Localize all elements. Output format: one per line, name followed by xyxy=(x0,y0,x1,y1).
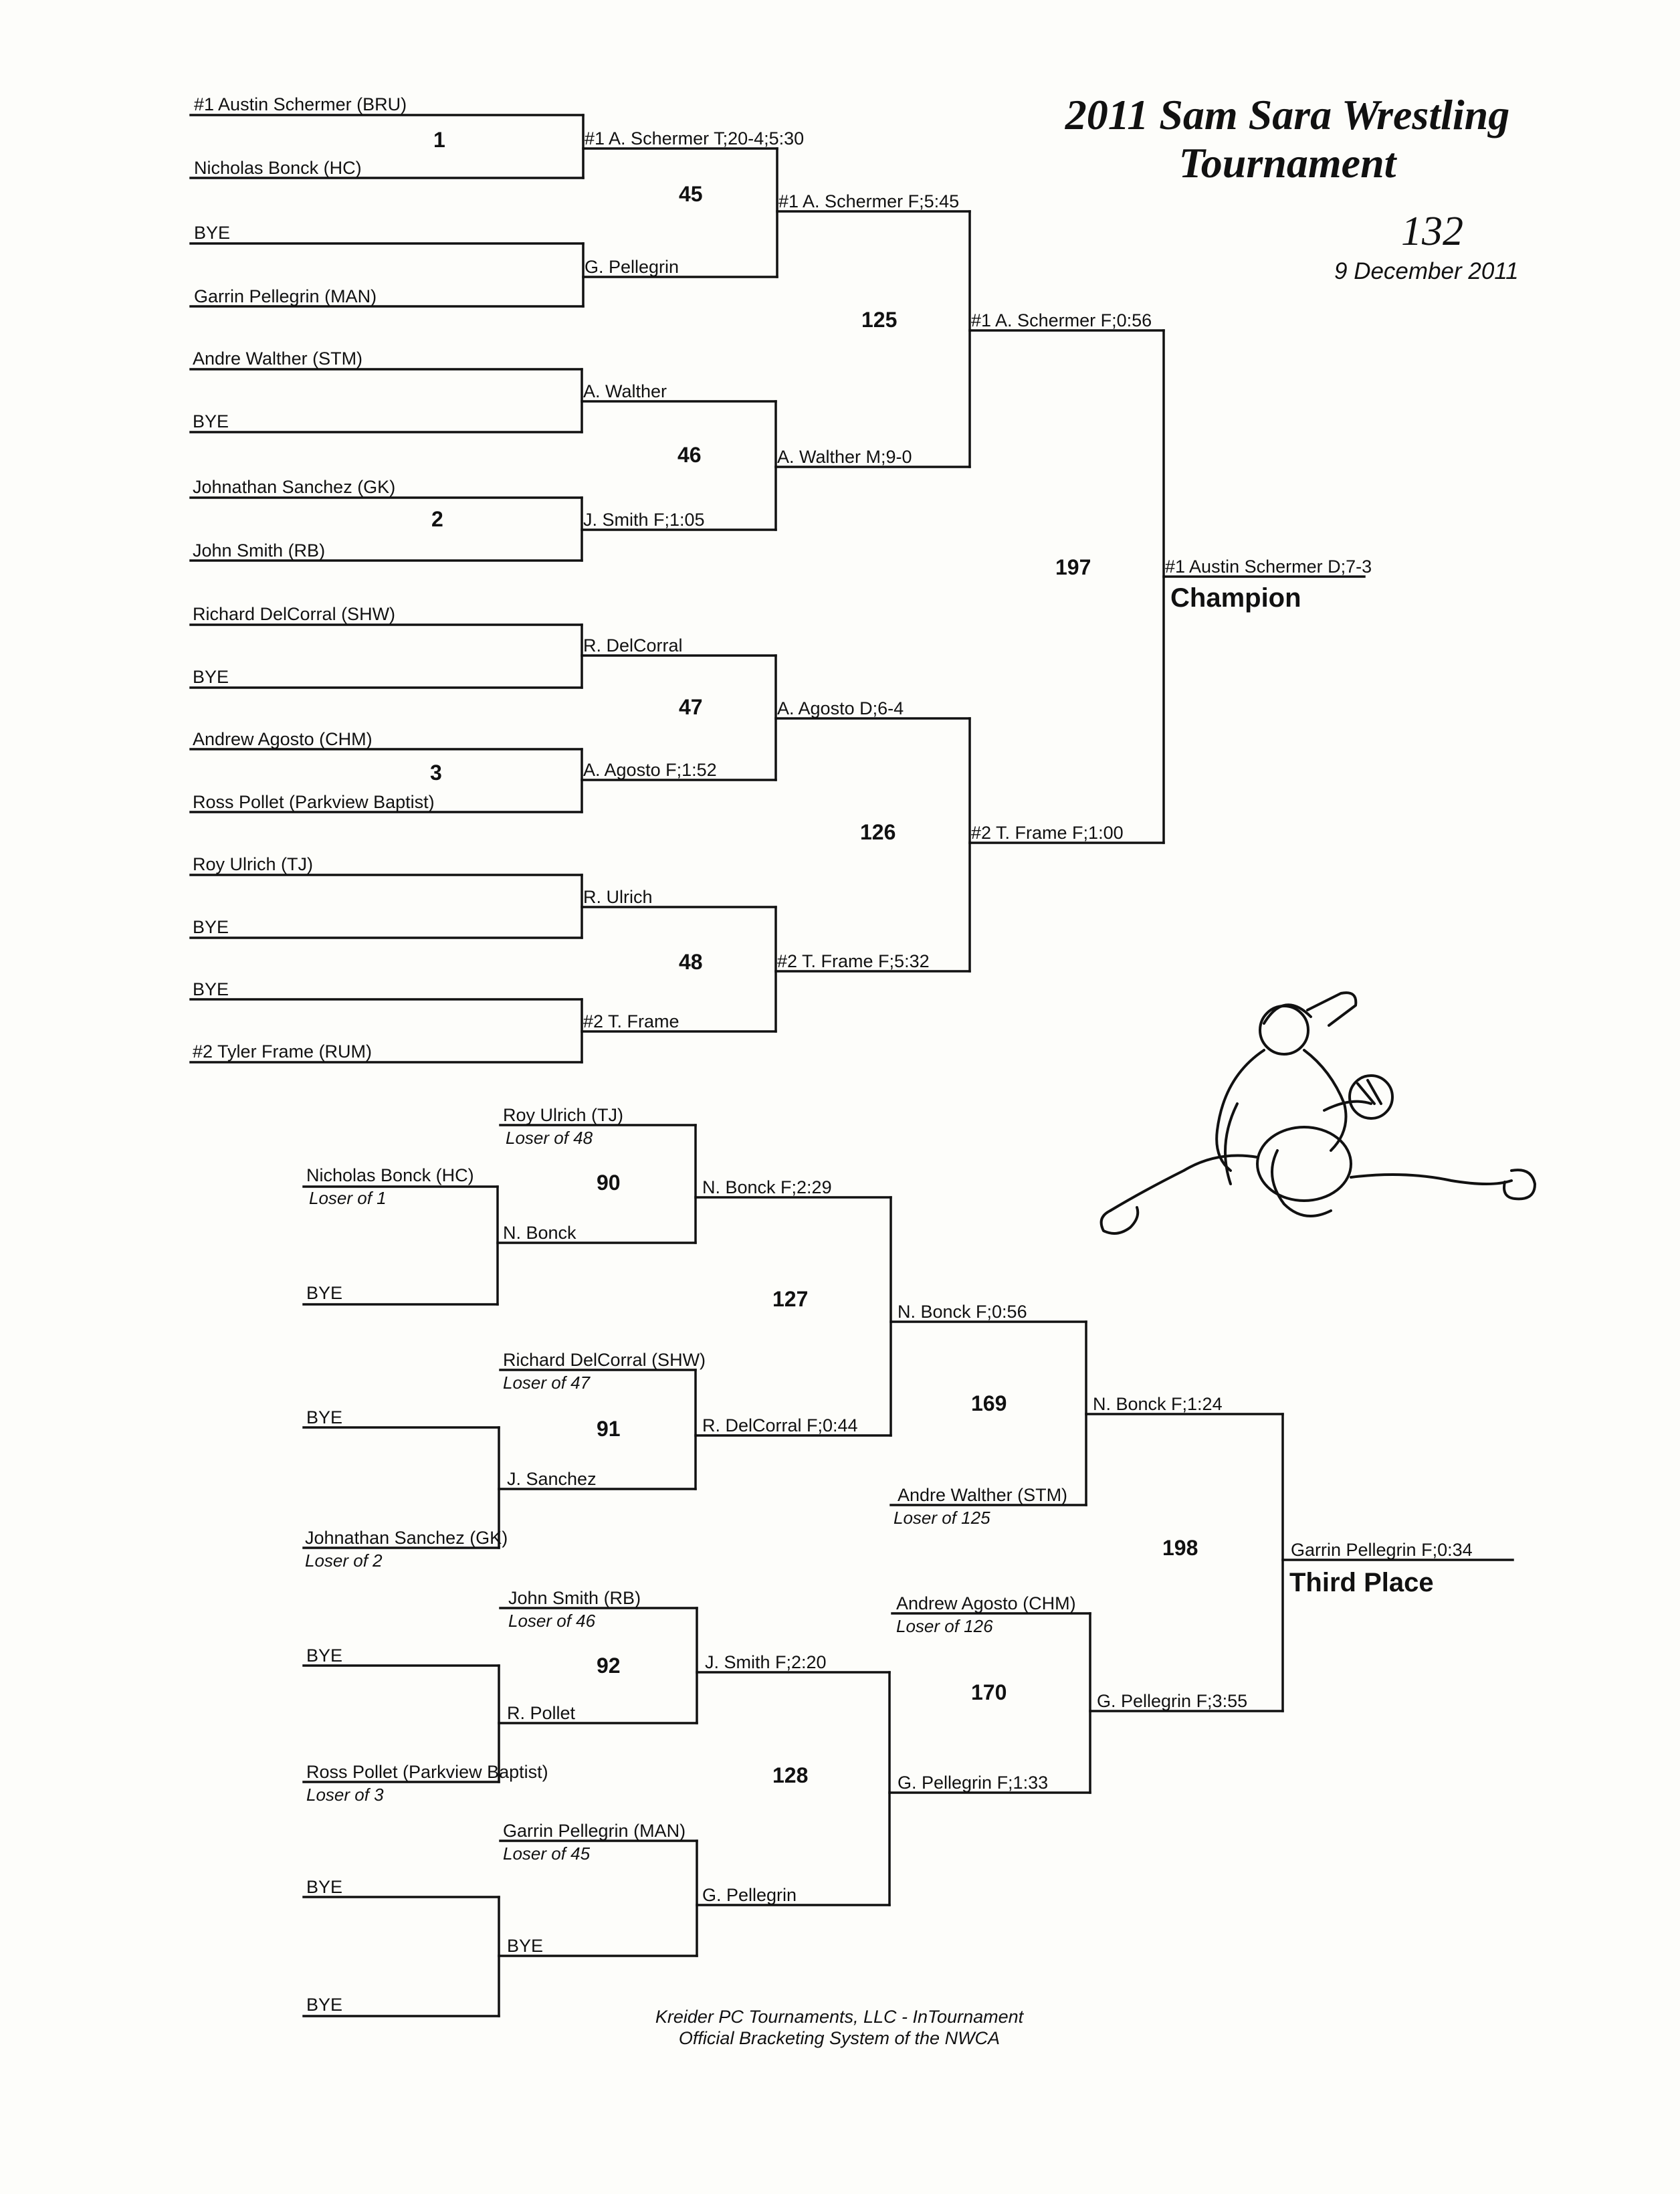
bout-result: N. Bonck F;1:24 xyxy=(1093,1394,1223,1414)
entry-name: Johnathan Sanchez (GK) xyxy=(193,477,396,497)
entry-name: Andre Walther (STM) xyxy=(193,348,363,369)
loser-of-label: Loser of 1 xyxy=(309,1188,387,1208)
bout-result: G. Pellegrin F;1:33 xyxy=(898,1773,1049,1793)
entry-name: BYE xyxy=(193,979,229,999)
bout-result: J. Sanchez xyxy=(507,1469,597,1489)
loser-of-label: Loser of 46 xyxy=(508,1611,596,1631)
bout-result: R. Pollet xyxy=(507,1703,576,1723)
bout-result: R. DelCorral F;0:44 xyxy=(702,1415,858,1435)
bout-result: R. Ulrich xyxy=(583,887,653,907)
consolation-entry-name: Andrew Agosto (CHM) xyxy=(896,1593,1076,1613)
consolation-entry-name: BYE xyxy=(306,1877,343,1897)
bout-number: 127 xyxy=(772,1287,809,1311)
entry-name: BYE xyxy=(194,223,231,243)
consolation-entry-name: Johnathan Sanchez (GK) xyxy=(305,1528,508,1548)
entry-name: BYE xyxy=(193,411,229,431)
champion-label: Champion xyxy=(1170,583,1301,613)
bout-result: N. Bonck xyxy=(503,1223,576,1243)
bout-number: 197 xyxy=(1055,555,1091,579)
bout-number: 169 xyxy=(971,1391,1007,1415)
bout-result: N. Bonck F;0:56 xyxy=(898,1302,1027,1322)
bout-result: J. Smith F;1:05 xyxy=(583,510,705,530)
bout-result: A. Agosto D;6-4 xyxy=(777,698,904,718)
bout-result: #2 T. Frame xyxy=(583,1011,679,1031)
consolation-entry-name: Garrin Pellegrin (MAN) xyxy=(503,1821,686,1841)
entry-name: #2 Tyler Frame (RUM) xyxy=(193,1041,373,1062)
wrestlers-illustration xyxy=(1099,991,1536,1235)
bout-result: #1 A. Schermer F;0:56 xyxy=(971,310,1152,330)
bout-number: 1 xyxy=(433,128,445,152)
loser-of-label: Loser of 126 xyxy=(896,1616,993,1636)
consolation-entry-name: BYE xyxy=(306,1995,343,2015)
bout-result: #2 T. Frame F;5:32 xyxy=(777,951,930,971)
tournament-date: 9 December 2011 xyxy=(1334,258,1519,284)
loser-of-label: Loser of 2 xyxy=(305,1551,383,1571)
bout-result: A. Agosto F;1:52 xyxy=(583,760,717,780)
entry-name: Garrin Pellegrin (MAN) xyxy=(194,286,377,306)
bout-result: #1 A. Schermer F;5:45 xyxy=(778,191,960,211)
bout-result: BYE xyxy=(507,1936,544,1956)
bout-result: A. Walther M;9-0 xyxy=(777,447,912,467)
loser-of-label: Loser of 47 xyxy=(503,1373,591,1393)
bout-number: 128 xyxy=(772,1763,809,1787)
bout-result: G. Pellegrin xyxy=(585,257,679,277)
bout-number: 47 xyxy=(679,695,703,719)
bout-result: #1 A. Schermer T;20-4;5:30 xyxy=(585,128,805,148)
consolation-entry-name: Ross Pollet (Parkview Baptist) xyxy=(306,1762,548,1782)
loser-of-label: Loser of 3 xyxy=(306,1785,384,1805)
loser-of-label: Loser of 45 xyxy=(503,1843,591,1864)
entry-name: Andrew Agosto (CHM) xyxy=(193,729,373,749)
bout-number: 92 xyxy=(597,1654,621,1678)
bout-number: 48 xyxy=(679,950,703,974)
footer-line1: Kreider PC Tournaments, LLC - InTourname… xyxy=(655,2007,1024,2027)
tournament-title-line2: Tournament xyxy=(1178,139,1396,187)
bout-number: 125 xyxy=(861,308,898,332)
consolation-entry-name: BYE xyxy=(306,1283,343,1303)
third-place-label: Third Place xyxy=(1289,1568,1434,1597)
bout-result: G. Pellegrin xyxy=(702,1885,797,1905)
bout-number: 2 xyxy=(431,507,443,531)
consolation-entry-name: Richard DelCorral (SHW) xyxy=(503,1350,706,1370)
third-place-result: Garrin Pellegrin F;0:34 xyxy=(1291,1540,1473,1560)
tournament-title: 2011 Sam Sara Wrestling xyxy=(1065,91,1510,138)
bout-number: 198 xyxy=(1162,1536,1198,1560)
consolation-entry-name: BYE xyxy=(306,1407,343,1427)
entry-name: John Smith (RB) xyxy=(193,540,326,561)
entry-name: BYE xyxy=(193,917,229,937)
entry-name: BYE xyxy=(193,667,229,687)
champion-result: #1 Austin Schermer D;7-3 xyxy=(1165,557,1372,577)
bout-result: J. Smith F;2:20 xyxy=(705,1652,827,1672)
entry-name: Ross Pollet (Parkview Baptist) xyxy=(193,792,435,812)
consolation-entry-name: Andre Walther (STM) xyxy=(898,1485,1068,1505)
consolation-entry-name: Roy Ulrich (TJ) xyxy=(503,1105,623,1125)
bout-number: 45 xyxy=(679,182,703,206)
bout-result: N. Bonck F;2:29 xyxy=(702,1177,832,1197)
bout-result: G. Pellegrin F;3:55 xyxy=(1097,1691,1248,1711)
bout-number: 126 xyxy=(860,820,896,844)
entry-name: #1 Austin Schermer (BRU) xyxy=(194,94,407,114)
bout-number: 170 xyxy=(971,1680,1007,1704)
bout-number: 3 xyxy=(430,761,442,785)
entry-name: Richard DelCorral (SHW) xyxy=(193,604,396,624)
entry-name: Nicholas Bonck (HC) xyxy=(194,158,362,178)
consolation-entry-name: BYE xyxy=(306,1646,343,1666)
consolation-entry-name: John Smith (RB) xyxy=(508,1588,641,1608)
bout-result: #2 T. Frame F;1:00 xyxy=(971,823,1124,843)
consolation-entry-name: Nicholas Bonck (HC) xyxy=(306,1165,474,1185)
loser-of-label: Loser of 125 xyxy=(894,1508,990,1528)
bout-number: 91 xyxy=(597,1417,621,1441)
weight-class: 132 xyxy=(1401,209,1463,254)
bout-number: 90 xyxy=(597,1171,621,1195)
bout-number: 46 xyxy=(677,443,702,467)
bout-result: R. DelCorral xyxy=(583,635,683,656)
entry-name: Roy Ulrich (TJ) xyxy=(193,854,313,874)
bout-result: A. Walther xyxy=(583,381,667,401)
loser-of-label: Loser of 48 xyxy=(506,1128,593,1148)
footer-line2: Official Bracketing System of the NWCA xyxy=(678,2028,1001,2048)
